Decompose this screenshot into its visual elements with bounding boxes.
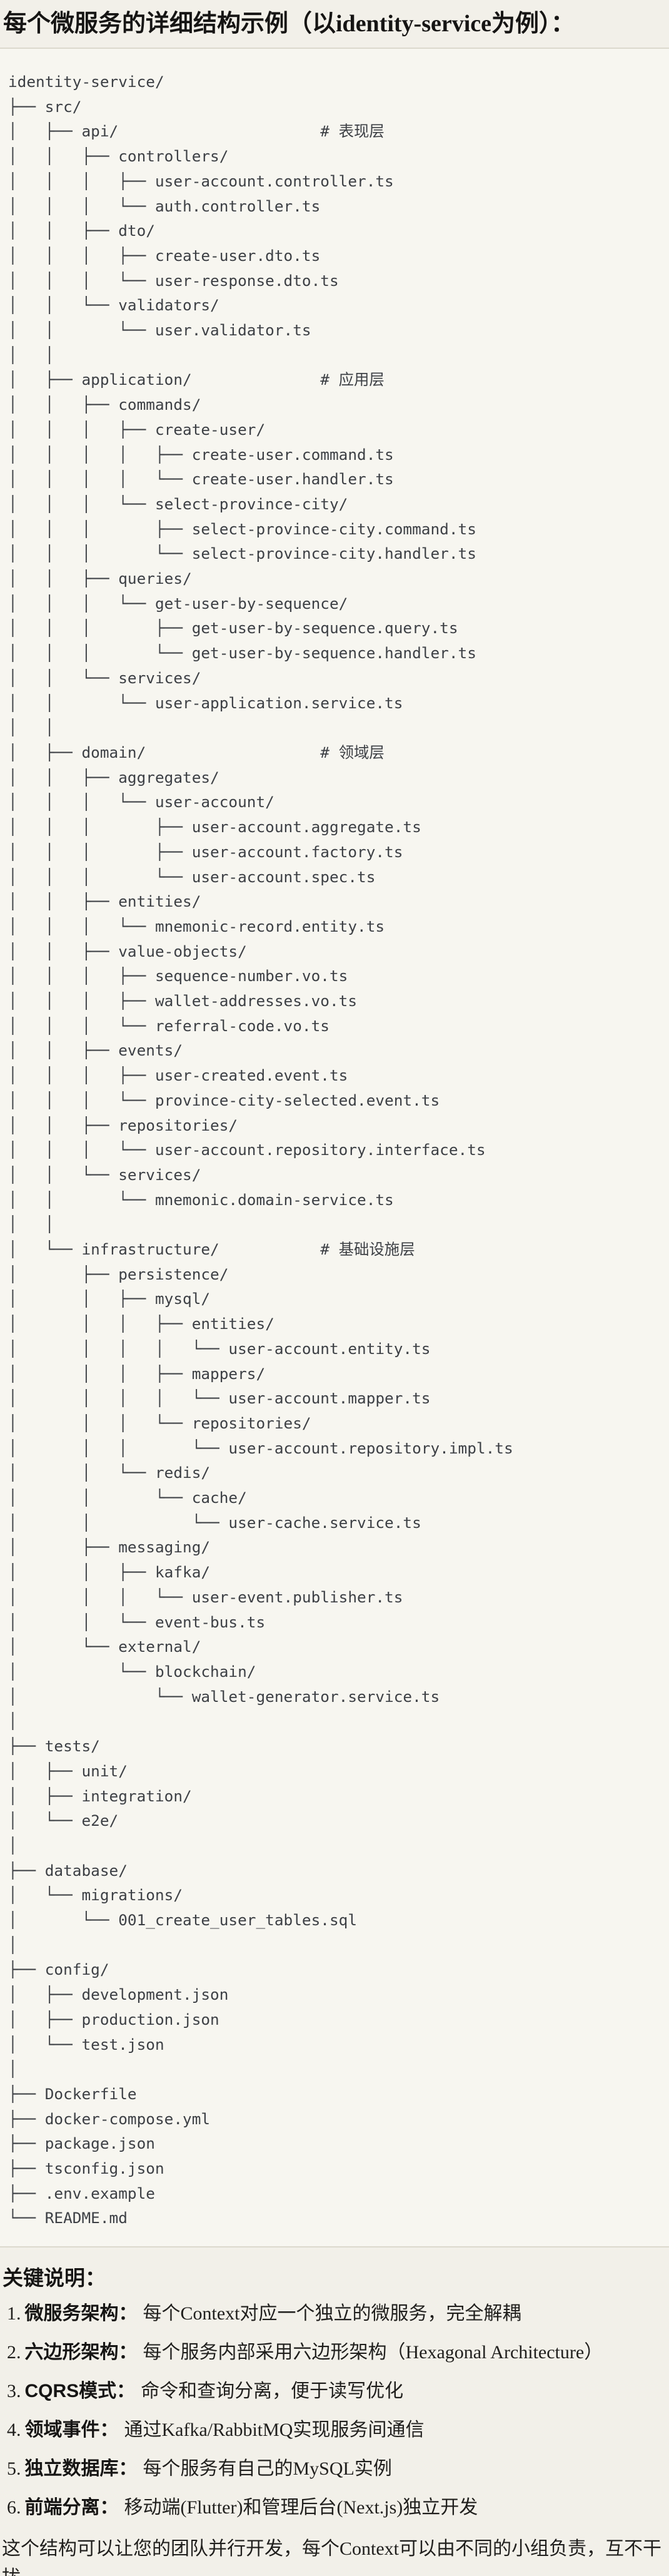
page-title: 每个微服务的详细结构示例（以identity-service为例）： bbox=[3, 11, 575, 37]
closing-paragraph: 这个结构可以让您的团队并行开发，每个Context可以由不同的小组负责，互不干扰… bbox=[2, 2538, 661, 2576]
directory-tree: identity-service/ ├── src/ │ ├── api/ # … bbox=[8, 73, 513, 2227]
note-item: 2.六边形架构：每个服务内部采用六边形架构（Hexagonal Architec… bbox=[7, 2338, 664, 2366]
note-number: 3. bbox=[7, 2381, 21, 2402]
note-item: 4.领域事件：通过Kafka/RabbitMQ实现服务间通信 bbox=[7, 2416, 664, 2444]
note-item: 3.CQRS模式：命令和查询分离，便于读写优化 bbox=[7, 2377, 664, 2405]
note-label: 独立数据库： bbox=[24, 2458, 138, 2480]
note-number: 6. bbox=[7, 2497, 21, 2518]
note-number: 1. bbox=[7, 2303, 21, 2324]
note-desc: 通过Kafka/RabbitMQ实现服务间通信 bbox=[124, 2420, 425, 2441]
note-desc: 每个服务内部采用六边形架构（Hexagonal Architecture） bbox=[143, 2342, 603, 2363]
note-label: CQRS模式： bbox=[24, 2381, 136, 2402]
note-label: 微服务架构： bbox=[24, 2303, 138, 2324]
note-label: 六边形架构： bbox=[24, 2342, 138, 2363]
note-desc: 每个Context对应一个独立的微服务，完全解耦 bbox=[143, 2303, 521, 2324]
code-block: identity-service/ ├── src/ │ ├── api/ # … bbox=[0, 48, 669, 2248]
note-item: 1.微服务架构：每个Context对应一个独立的微服务，完全解耦 bbox=[7, 2299, 664, 2328]
key-notes-section: 关键说明： 1.微服务架构：每个Context对应一个独立的微服务，完全解耦 2… bbox=[0, 2264, 669, 2576]
note-label: 前端分离： bbox=[24, 2497, 119, 2518]
note-number: 5. bbox=[7, 2458, 21, 2480]
note-number: 2. bbox=[7, 2342, 21, 2363]
note-desc: 移动端(Flutter)和管理后台(Next.js)独立开发 bbox=[124, 2497, 478, 2518]
key-notes-heading: 关键说明： bbox=[3, 2266, 106, 2290]
key-notes-list: 1.微服务架构：每个Context对应一个独立的微服务，完全解耦 2.六边形架构… bbox=[1, 2299, 664, 2522]
note-item: 6.前端分离：移动端(Flutter)和管理后台(Next.js)独立开发 bbox=[7, 2493, 664, 2522]
note-label: 领域事件： bbox=[24, 2420, 119, 2441]
note-number: 4. bbox=[7, 2420, 21, 2441]
note-desc: 每个服务有自己的MySQL实例 bbox=[143, 2458, 392, 2480]
note-desc: 命令和查询分离，便于读写优化 bbox=[141, 2381, 404, 2402]
note-item: 5.独立数据库：每个服务有自己的MySQL实例 bbox=[7, 2455, 664, 2483]
